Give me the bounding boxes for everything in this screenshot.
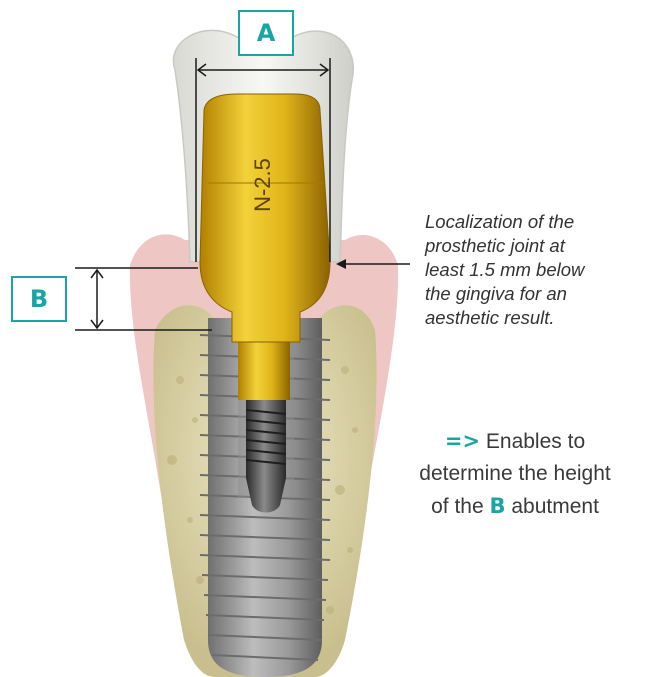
annotation-line: aesthetic result. [425,306,640,330]
arrow-icon: => [445,429,480,453]
effect-line-3: of the B abutment [390,490,640,523]
label-a: A [238,10,294,56]
annotation-line: prosthetic joint at [425,234,640,258]
effect-text: => Enables to determine the height of th… [390,425,640,523]
effect-line-1: => Enables to [390,425,640,458]
abutment-screw-thread [246,400,286,513]
abutment-screw-head [238,340,290,400]
effect-line-2: determine the height [390,458,640,490]
label-b: B [11,276,67,322]
annotation-text: Localization of the prosthetic joint at … [425,210,640,330]
annotation-line: Localization of the [425,210,640,234]
abutment-marking: N-2.5 [250,158,275,212]
effect-line3-suffix: abutment [511,495,599,518]
abutment [200,94,330,342]
effect-line3-prefix: of the [431,495,484,518]
annotation-line: least 1.5 mm below [425,258,640,282]
effect-b-mark: B [489,494,505,518]
annotation-line: the gingiva for an [425,282,640,306]
effect-line1-text: Enables to [486,430,585,453]
